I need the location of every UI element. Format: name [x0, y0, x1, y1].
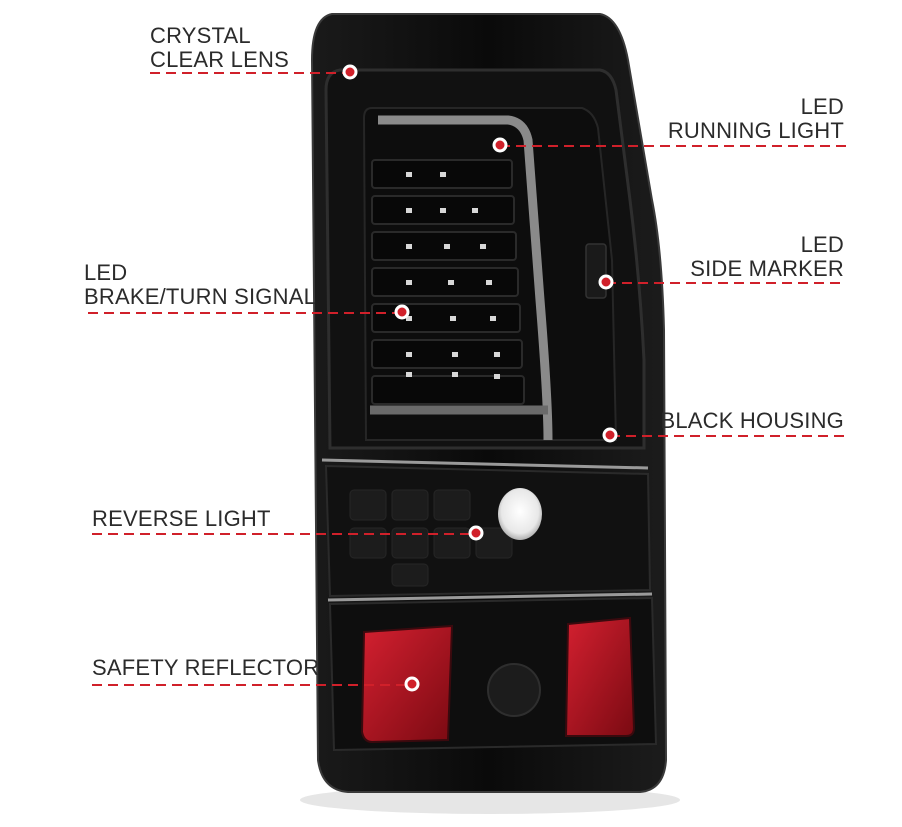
bulb-socket [487, 663, 541, 717]
dot-side-marker [598, 274, 614, 290]
callout-led-brake-turn-signal: LED BRAKE/TURN SIGNAL [84, 261, 316, 309]
callout-line-1: LED [84, 260, 128, 285]
callout-line-2: SIDE MARKER [690, 256, 844, 281]
led-diodes [406, 172, 500, 379]
led-side-marker [585, 243, 607, 299]
callout-line-1: REVERSE LIGHT [92, 506, 271, 531]
dot-black-housing [602, 427, 618, 443]
callout-black-housing: BLACK HOUSING [660, 409, 844, 433]
callout-line-1: LED [800, 94, 844, 119]
callout-line-1: SAFETY REFLECTOR [92, 655, 320, 680]
dot-safety-reflector [404, 676, 420, 692]
dot-reverse-light [468, 525, 484, 541]
callout-safety-reflector: SAFETY REFLECTOR [92, 656, 319, 680]
callout-crystal-clear-lens: CRYSTAL CLEAR LENS [150, 24, 289, 72]
callout-line-1: LED [800, 232, 844, 257]
callout-line-2: BRAKE/TURN SIGNAL [84, 284, 317, 309]
callout-line-1: CRYSTAL [150, 23, 251, 48]
dot-crystal-lens [342, 64, 358, 80]
callout-line-1: BLACK HOUSING [660, 408, 844, 433]
callout-line-2: RUNNING LIGHT [667, 118, 844, 143]
callout-reverse-light: REVERSE LIGHT [92, 507, 271, 531]
callout-led-running-light: LED RUNNING LIGHT [668, 95, 844, 143]
callout-dots [342, 64, 618, 692]
callout-led-side-marker: LED SIDE MARKER [690, 233, 844, 281]
reverse-bulb [498, 488, 542, 540]
safety-reflector-right [564, 616, 636, 737]
callout-lines [88, 72, 846, 686]
callout-line-2: CLEAR LENS [150, 47, 289, 72]
dot-running-light [492, 137, 508, 153]
dot-brake-turn [394, 304, 410, 320]
lower-trim [327, 592, 653, 602]
reverse-reflector-pattern [349, 489, 513, 587]
middle-trim [321, 458, 649, 470]
led-brake-turn-bank [371, 159, 525, 405]
